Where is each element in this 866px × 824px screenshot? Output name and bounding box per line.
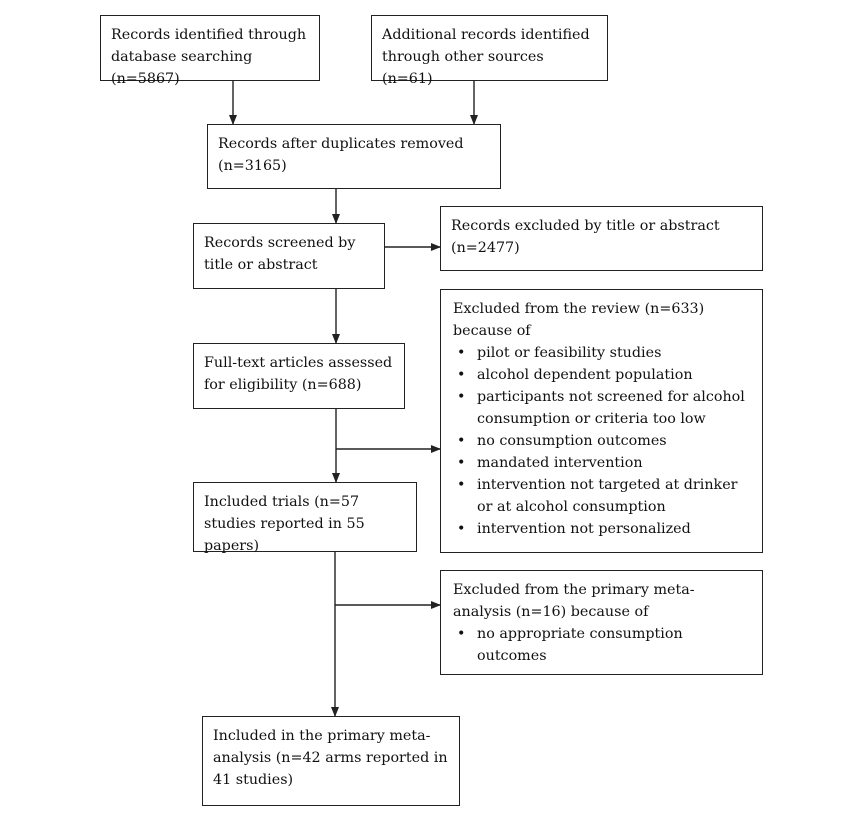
exclusion-reason: no consumption outcomes (453, 430, 752, 452)
excluded-meta-reasons: no appropriate consumption outcomes (453, 623, 752, 667)
box-included-meta-analysis-text: Included in the primary meta-analysis (n… (213, 728, 448, 788)
box-records-screened-text: Records screened by title or abstract (204, 235, 356, 273)
exclusion-reason: mandated intervention (453, 452, 752, 474)
box-excluded-title-abstract-text: Records excluded by title or abstract (n… (451, 218, 720, 256)
box-excluded-meta-analysis: Excluded from the primary meta-analysis … (440, 570, 763, 675)
exclusion-reason: pilot or feasibility studies (453, 342, 752, 364)
box-excluded-title-abstract: Records excluded by title or abstract (n… (440, 206, 763, 271)
box-duplicates-removed: Records after duplicates removed (n=3165… (207, 124, 501, 189)
exclusion-reason: intervention not personalized (453, 518, 752, 540)
box-records-screened: Records screened by title or abstract (193, 223, 385, 289)
box-included-trials: Included trials (n=57 studies reported i… (193, 482, 417, 554)
box-duplicates-removed-text: Records after duplicates removed (n=3165… (218, 136, 464, 174)
exclusion-reason: no appropriate consumption outcomes (453, 623, 752, 667)
box-database-search-text: Records identified through database sear… (111, 27, 307, 87)
box-fulltext-assessed-text: Full-text articles assessed for eligibil… (204, 355, 393, 393)
box-other-sources-text: Additional records identified through ot… (382, 27, 590, 87)
exclusion-reason: alcohol dependent population (453, 364, 752, 386)
excluded-review-intro: Excluded from the review (n=633) because… (453, 301, 705, 339)
box-included-meta-analysis: Included in the primary meta-analysis (n… (202, 716, 460, 806)
box-database-search: Records identified through database sear… (100, 15, 320, 87)
box-other-sources: Additional records identified through ot… (371, 15, 608, 87)
exclusion-reason: participants not screened for alcohol co… (453, 386, 752, 430)
exclusion-reason: intervention not targeted at drinker or … (453, 474, 752, 518)
excluded-meta-intro: Excluded from the primary meta-analysis … (453, 582, 695, 620)
box-fulltext-assessed: Full-text articles assessed for eligibil… (193, 343, 405, 409)
box-included-trials-text: Included trials (n=57 studies reported i… (204, 494, 365, 554)
box-excluded-review: Excluded from the review (n=633) because… (440, 289, 763, 553)
excluded-review-reasons: pilot or feasibility studies alcohol dep… (453, 342, 752, 540)
